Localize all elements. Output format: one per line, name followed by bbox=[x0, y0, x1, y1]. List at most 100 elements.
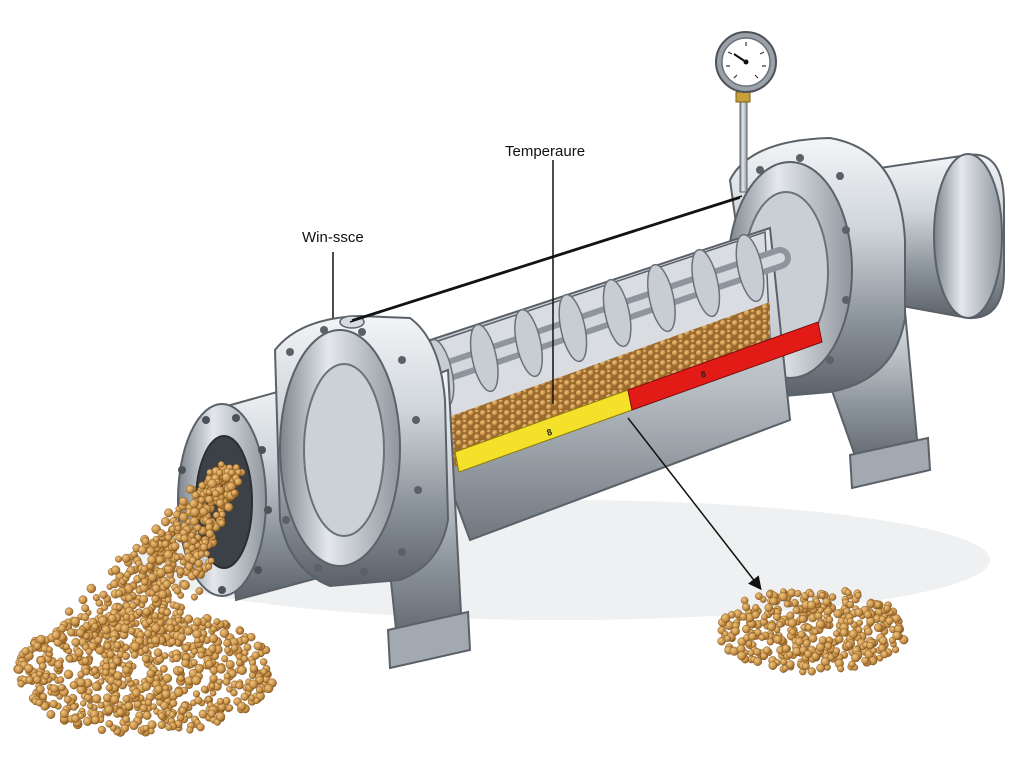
grain-pour-stream bbox=[13, 461, 277, 737]
grain bbox=[165, 560, 172, 567]
grain bbox=[36, 670, 43, 678]
grain bbox=[176, 567, 185, 576]
grain bbox=[97, 701, 105, 709]
grain bbox=[873, 623, 883, 632]
grain bbox=[146, 617, 154, 625]
grain bbox=[165, 596, 172, 604]
grain bbox=[780, 658, 788, 666]
grain bbox=[170, 542, 180, 551]
grain bbox=[158, 590, 168, 600]
grain bbox=[54, 660, 64, 669]
grain bbox=[166, 624, 175, 633]
grain bbox=[127, 627, 136, 635]
grain bbox=[854, 592, 862, 599]
grain bbox=[174, 525, 182, 532]
grain bbox=[820, 657, 830, 667]
grain bbox=[240, 655, 249, 663]
grain bbox=[196, 723, 205, 732]
grain bbox=[91, 694, 102, 704]
grain bbox=[157, 529, 166, 538]
grain bbox=[36, 634, 46, 645]
screw-flight bbox=[469, 323, 499, 393]
grain bbox=[213, 618, 221, 625]
grain bbox=[200, 685, 209, 694]
grain bbox=[808, 633, 818, 643]
grain bbox=[125, 593, 134, 603]
grain bbox=[122, 665, 131, 675]
grain bbox=[174, 687, 184, 698]
grain bbox=[104, 705, 114, 715]
grain bbox=[121, 652, 130, 661]
grain bbox=[240, 692, 249, 701]
grain bbox=[162, 579, 172, 589]
grain bbox=[143, 629, 152, 638]
grain bbox=[748, 632, 757, 641]
grain bbox=[833, 609, 843, 619]
grain bbox=[758, 633, 766, 641]
grain bbox=[70, 703, 78, 711]
grain bbox=[253, 641, 263, 651]
grain bbox=[787, 618, 798, 628]
grain bbox=[178, 706, 187, 715]
grain bbox=[156, 568, 166, 578]
grain bbox=[816, 663, 826, 673]
grain bbox=[63, 643, 70, 651]
grain bbox=[197, 496, 205, 504]
grain bbox=[870, 647, 877, 654]
grain bbox=[80, 700, 87, 707]
grain bbox=[159, 665, 168, 673]
grain bbox=[224, 646, 232, 654]
grain bbox=[161, 540, 170, 548]
grain bbox=[874, 600, 882, 609]
grain bbox=[140, 578, 149, 586]
grain bbox=[63, 669, 74, 680]
grain bbox=[124, 701, 134, 711]
grain bbox=[208, 633, 219, 644]
grain bbox=[802, 662, 810, 671]
grain bbox=[103, 642, 112, 650]
grain bbox=[752, 604, 760, 612]
grain bbox=[210, 625, 217, 633]
grain bbox=[146, 546, 156, 556]
grain bbox=[731, 626, 740, 636]
grain bbox=[783, 600, 791, 608]
grain bbox=[845, 641, 853, 649]
grain bbox=[795, 637, 804, 647]
grain bbox=[192, 690, 200, 698]
grain bbox=[789, 628, 797, 636]
grain bbox=[846, 600, 855, 609]
zone-red-mark: 8 bbox=[699, 369, 707, 380]
grain bbox=[164, 508, 174, 518]
grain bbox=[880, 650, 889, 659]
grain bbox=[64, 607, 74, 616]
grain bbox=[223, 638, 232, 648]
grain bbox=[762, 646, 771, 655]
grain bbox=[848, 660, 856, 668]
grain bbox=[50, 684, 59, 693]
grain bbox=[198, 709, 208, 719]
grain bbox=[185, 712, 193, 719]
grain bbox=[219, 628, 230, 638]
grain bbox=[177, 666, 184, 674]
grain bbox=[753, 648, 762, 656]
grain bbox=[226, 481, 236, 492]
grain bbox=[248, 694, 256, 702]
grain bbox=[772, 613, 781, 622]
grain bbox=[798, 614, 808, 624]
grain bbox=[212, 511, 221, 519]
grain bbox=[255, 686, 264, 694]
grain bbox=[216, 664, 226, 674]
grain bbox=[91, 622, 99, 631]
grain bbox=[737, 651, 747, 661]
grain bbox=[255, 675, 264, 685]
grain bbox=[854, 608, 864, 617]
grain bbox=[157, 712, 166, 720]
grain bbox=[216, 678, 223, 685]
grain bbox=[230, 644, 239, 652]
grain bbox=[216, 697, 224, 705]
grain bbox=[105, 684, 113, 692]
grain bbox=[846, 617, 854, 625]
grain bbox=[192, 569, 200, 577]
grain bbox=[139, 704, 148, 713]
grain bbox=[807, 667, 816, 676]
